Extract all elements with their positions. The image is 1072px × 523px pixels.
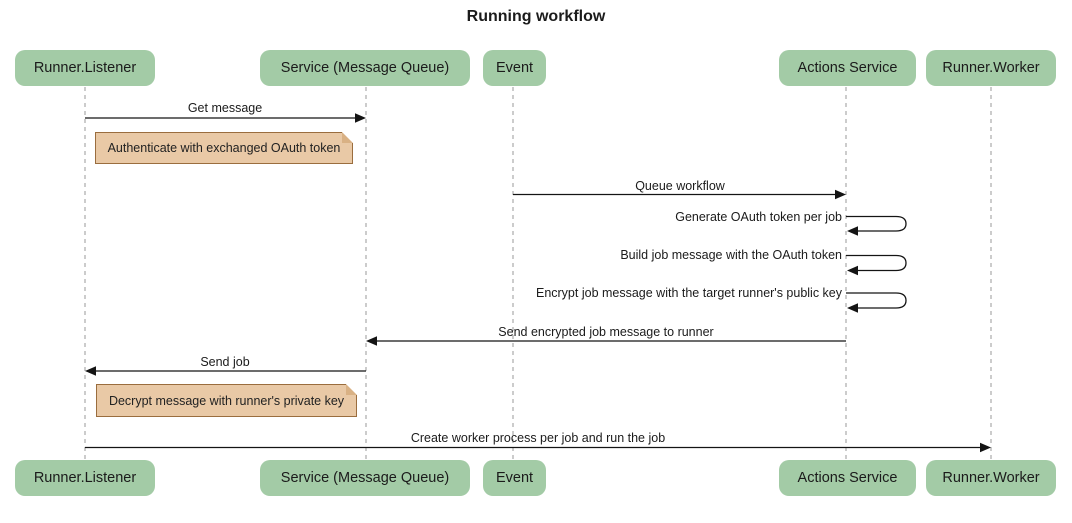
actor-runner-worker-top: Runner.Worker — [926, 50, 1056, 86]
arrow-encrypt-job-message — [846, 292, 907, 309]
actor-actions-service-top: Actions Service — [779, 50, 916, 86]
message-label-generate-oauth-token: Generate OAuth token per job — [675, 210, 842, 224]
arrowhead-icon — [85, 366, 96, 376]
arrow-build-job-message — [846, 254, 907, 272]
arrowhead-icon — [847, 303, 858, 313]
actor-event-bottom: Event — [483, 460, 546, 496]
note-decrypt-message: Decrypt message with runner's private ke… — [96, 384, 357, 417]
message-label-encrypt-job-message: Encrypt job message with the target runn… — [535, 286, 842, 300]
message-label-queue-workflow: Queue workflow — [635, 179, 725, 193]
arrow-generate-oauth-token — [846, 215, 907, 232]
actor-runner-listener-bottom: Runner.Listener — [15, 460, 155, 496]
message-label-create-worker-process: Create worker process per job and run th… — [410, 431, 666, 445]
message-arrows — [85, 113, 991, 453]
arrowhead-icon — [366, 336, 377, 346]
actor-runner-worker-bottom: Runner.Worker — [926, 460, 1056, 496]
actor-runner-listener-top: Runner.Listener — [15, 50, 155, 86]
actor-service-message-queue-bottom: Service (Message Queue) — [260, 460, 470, 496]
note-authenticate-oauth: Authenticate with exchanged OAuth token — [95, 132, 353, 164]
message-label-build-job-message: Build job message with the OAuth token — [620, 248, 842, 262]
arrowhead-icon — [847, 226, 858, 236]
arrowhead-icon — [355, 113, 366, 123]
diagram-title: Running workflow — [466, 8, 606, 25]
arrowhead-icon — [980, 442, 991, 453]
actor-actions-service-bottom: Actions Service — [779, 460, 916, 496]
actor-event-top: Event — [483, 50, 546, 86]
arrowhead-icon — [835, 189, 846, 200]
message-label-send-job: Send job — [200, 355, 250, 369]
message-label-send-encrypted-job-message: Send encrypted job message to runner — [498, 325, 714, 339]
arrowhead-icon — [847, 265, 858, 276]
actor-service-message-queue-top: Service (Message Queue) — [260, 50, 470, 86]
message-label-get-message: Get message — [187, 101, 263, 115]
lifelines — [84, 87, 992, 460]
